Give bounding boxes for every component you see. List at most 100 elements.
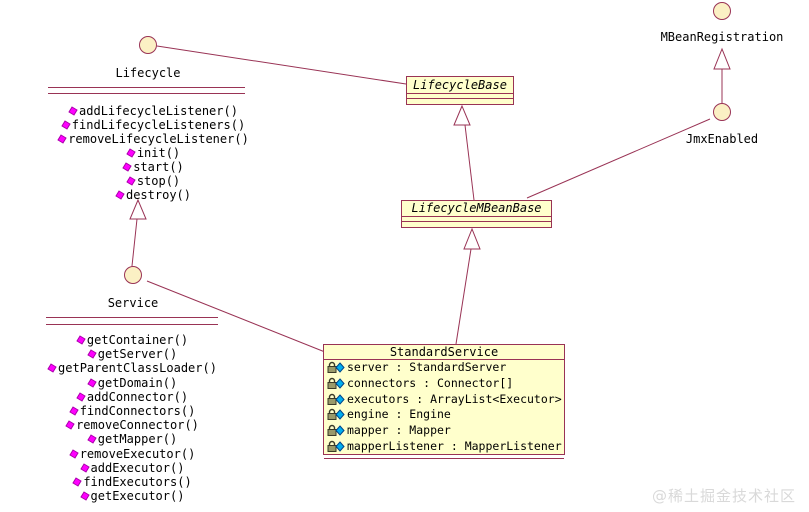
attribute-label: server : StandardServer	[347, 360, 507, 374]
attribute-label: mapperListener : MapperListener	[347, 438, 562, 453]
method-row: stop()	[43, 175, 263, 189]
method-row: getMapper()	[22, 433, 242, 447]
method-diamond-icon	[65, 420, 75, 433]
class-box-standardservice: StandardService server : StandardServer …	[323, 344, 565, 459]
method-diamond-icon	[87, 349, 97, 362]
method-row: addLifecycleListener()	[43, 105, 263, 119]
method-row: findLifecycleListeners()	[43, 119, 263, 133]
attribute-row: executors : ArrayList<Executor>	[326, 391, 563, 409]
method-diamond-icon	[68, 106, 78, 119]
method-diamond-icon	[47, 363, 57, 376]
attributes-compartment-empty	[402, 216, 551, 221]
jmxenabled-interface-name: JmxEnabled	[685, 132, 759, 146]
method-diamond-icon	[76, 335, 86, 348]
operations-compartment-empty	[402, 221, 551, 227]
method-row: getServer()	[22, 348, 242, 362]
generalization-arrow-to-lifecycle	[129, 198, 147, 220]
standardservice-attribute-list: server : StandardServer connectors : Con…	[324, 359, 564, 458]
service-interface-name: Service	[107, 296, 159, 310]
service-separator-line	[46, 324, 218, 325]
attribute-label: connectors : Connector[]	[347, 375, 514, 390]
method-label: removeConnector()	[76, 418, 199, 433]
method-row: findExecutors()	[22, 475, 242, 490]
method-label: addLifecycleListener()	[79, 104, 238, 118]
method-label: getMapper()	[97, 432, 178, 447]
lifecycle-interface-name: Lifecycle	[115, 66, 181, 80]
method-row: getContainer()	[22, 333, 242, 348]
method-label: stop()	[136, 174, 181, 188]
method-row: addConnector()	[22, 389, 242, 405]
operations-compartment-empty	[324, 457, 564, 468]
method-diamond-icon	[61, 120, 71, 133]
lifecycle-separator-line	[48, 87, 245, 88]
class-title: StandardService	[389, 345, 499, 359]
attribute-label: executors : ArrayList<Executor>	[347, 391, 562, 406]
attribute-row: mapper : Mapper	[326, 423, 563, 440]
private-lock-icon	[326, 377, 339, 393]
method-row: removeConnector()	[22, 419, 242, 433]
attributes-compartment-empty	[407, 93, 513, 98]
class-box-lifecyclembeanbase: LifecycleMBeanBase	[401, 200, 552, 228]
method-diamond-icon	[69, 448, 79, 462]
method-label: getServer()	[97, 347, 178, 362]
method-row: addExecutor()	[22, 460, 242, 476]
method-diamond-icon	[69, 406, 79, 419]
realization-line-service-to-standardservice	[146, 280, 341, 359]
service-interface-circle	[124, 266, 142, 284]
method-row: removeExecutor()	[22, 447, 242, 462]
method-label: addExecutor()	[90, 460, 185, 475]
method-diamond-icon	[57, 134, 67, 147]
attribute-row: mapperListener : MapperListener	[326, 438, 563, 456]
method-row: removeLifecycleListener()	[43, 133, 263, 147]
method-label: findConnectors()	[79, 404, 196, 419]
jmxenabled-interface-circle	[713, 103, 731, 121]
lifecycle-interface-circle	[139, 36, 157, 54]
private-lock-icon	[326, 440, 339, 456]
private-lock-icon	[326, 424, 339, 440]
private-lock-icon	[326, 393, 339, 409]
method-diamond-icon	[126, 148, 136, 161]
method-row: destroy()	[43, 189, 263, 203]
attribute-diamond-icon	[335, 393, 345, 409]
lifecycle-method-list: addLifecycleListener() findLifecycleList…	[43, 105, 263, 203]
method-label: init()	[136, 146, 181, 160]
method-label: getContainer()	[86, 333, 189, 347]
generalization-line-standardservice-to-lifecyclembeanbase	[455, 248, 472, 345]
private-lock-icon	[326, 408, 339, 424]
method-diamond-icon	[79, 491, 90, 504]
realization-line-jmxenabled-to-lifecyclembeanbase	[526, 118, 711, 199]
attribute-label: engine : Engine	[347, 407, 451, 422]
mbeanregistration-interface-name: MBeanRegistration	[660, 30, 784, 44]
method-row: getParentClassLoader()	[22, 362, 242, 376]
method-diamond-icon	[72, 477, 82, 490]
generalization-arrow-to-lifecyclembeanbase	[463, 227, 481, 250]
attribute-diamond-icon	[335, 378, 345, 393]
realization-line-lifecycle-to-lifecyclebase	[156, 45, 407, 85]
method-label: getDomain()	[97, 375, 178, 390]
method-diamond-icon	[126, 176, 136, 189]
generalization-line-lifecyclembeanbase-to-lifecyclebase	[464, 124, 475, 201]
method-label: removeLifecycleListener()	[68, 132, 249, 146]
method-diamond-icon	[76, 392, 86, 405]
service-method-list: getContainer() getServer() getParentClas…	[22, 333, 242, 504]
method-row: findConnectors()	[22, 404, 242, 419]
method-row: getDomain()	[22, 375, 242, 391]
class-box-lifecyclebase: LifecycleBase	[406, 76, 514, 105]
method-label: findExecutors()	[83, 475, 192, 490]
attribute-row: connectors : Connector[]	[326, 375, 563, 393]
method-label: addConnector()	[86, 389, 189, 404]
service-separator-line	[46, 317, 218, 318]
generalization-line-service-to-lifecycle	[131, 218, 138, 267]
attribute-row: server : StandardServer	[326, 360, 563, 377]
method-row: init()	[43, 147, 263, 161]
method-label: getParentClassLoader()	[58, 361, 217, 376]
attribute-diamond-icon	[335, 425, 345, 440]
method-label: getExecutor()	[90, 489, 185, 504]
operations-compartment-empty	[407, 98, 513, 104]
class-title: LifecycleMBeanBase	[411, 201, 542, 215]
attribute-diamond-icon	[335, 362, 345, 377]
method-diamond-icon	[115, 190, 125, 203]
method-label: findLifecycleListeners()	[71, 118, 246, 132]
lifecycle-separator-line	[48, 93, 245, 94]
